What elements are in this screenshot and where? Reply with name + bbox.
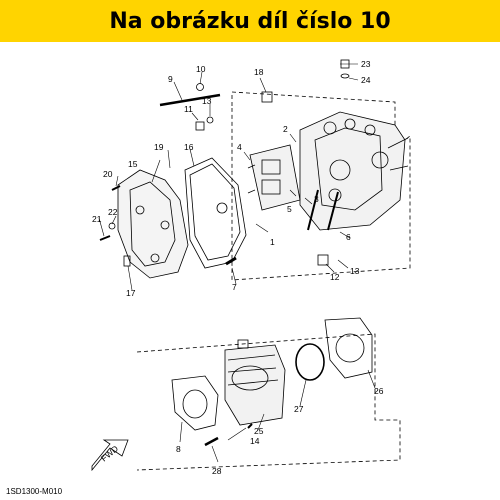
callout-3: 3 xyxy=(314,194,319,204)
callout-2: 2 xyxy=(283,124,288,134)
callout-15: 15 xyxy=(128,159,138,169)
callout-1: 1 xyxy=(270,237,275,247)
callout-14: 14 xyxy=(250,436,260,446)
collar xyxy=(195,121,205,131)
callout-13a: 13 xyxy=(202,96,212,106)
callout-5: 5 xyxy=(287,204,292,214)
washer-top xyxy=(340,73,350,79)
spark-plug xyxy=(225,256,237,266)
nut xyxy=(317,254,329,266)
head-gasket xyxy=(324,317,373,379)
stud-bolt xyxy=(159,93,221,107)
callout-8: 8 xyxy=(176,444,181,454)
washer-22 xyxy=(108,222,116,230)
callout-19: 19 xyxy=(154,142,164,152)
callout-13b: 13 xyxy=(350,266,360,276)
callout-24: 24 xyxy=(361,75,371,85)
cylinder xyxy=(224,339,286,426)
callout-4: 4 xyxy=(237,142,242,152)
base-gasket xyxy=(171,375,219,431)
callout-23: 23 xyxy=(361,59,371,69)
head-cover xyxy=(117,169,189,279)
o-ring xyxy=(295,343,325,381)
callout-9: 9 xyxy=(168,74,173,84)
diagram-code: 1SD1300-M010 xyxy=(6,487,63,496)
callout-18: 18 xyxy=(254,67,264,77)
callout-12: 12 xyxy=(330,272,340,282)
bolt-21 xyxy=(99,235,111,241)
leader-lines xyxy=(98,63,376,463)
stud-right xyxy=(327,191,339,231)
callout-labels: 1 2 3 4 5 6 7 8 9 10 11 12 13 13 14 15 1… xyxy=(92,59,384,476)
callout-20: 20 xyxy=(103,169,113,179)
bolt-20 xyxy=(111,185,121,191)
callout-16: 16 xyxy=(184,142,194,152)
callout-27: 27 xyxy=(294,404,304,414)
cylinder-head xyxy=(299,111,409,231)
cylinder-frame xyxy=(136,333,401,471)
callout-25: 25 xyxy=(254,426,264,436)
callout-10: 10 xyxy=(196,64,206,74)
camshaft-assembly xyxy=(247,144,301,211)
callout-11: 11 xyxy=(184,104,193,114)
clip xyxy=(123,255,131,267)
callout-28: 28 xyxy=(212,466,222,476)
washer xyxy=(196,83,204,91)
stud-left xyxy=(307,189,319,231)
callout-22: 22 xyxy=(108,207,118,217)
callout-6: 6 xyxy=(346,232,351,242)
washer-small xyxy=(206,116,214,124)
banner-text: Na obrázku díl číslo 10 xyxy=(109,8,391,34)
title-banner: Na obrázku díl číslo 10 xyxy=(0,0,500,42)
callout-7: 7 xyxy=(232,282,237,292)
head-cover-gasket xyxy=(184,157,247,269)
callout-17: 17 xyxy=(126,288,136,298)
dowel-pin xyxy=(247,423,253,429)
fwd-arrow: FWD xyxy=(91,439,129,472)
callout-21: 21 xyxy=(92,214,102,224)
cap xyxy=(261,91,273,103)
bolt-28 xyxy=(204,436,219,447)
callout-26: 26 xyxy=(374,386,384,396)
